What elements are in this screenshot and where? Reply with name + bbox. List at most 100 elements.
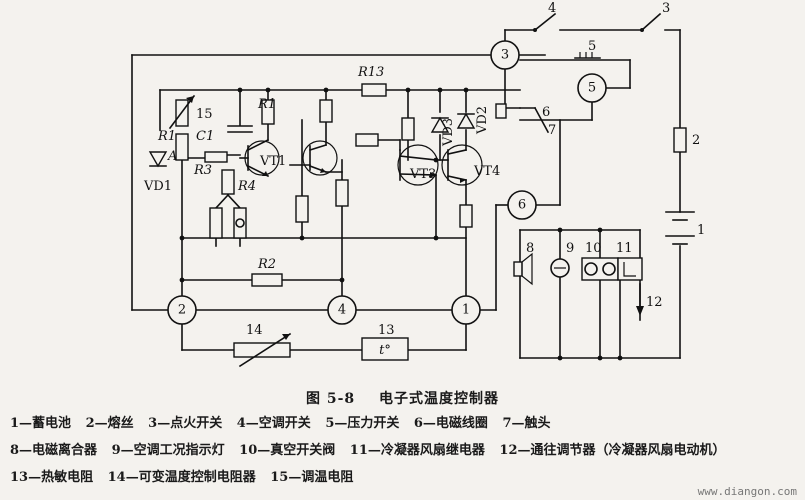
svg-text:3: 3: [662, 1, 670, 16]
component-legend: 1—蓄电池 2—熔丝 3—点火开关 4—空调开关 5—压力开关 6—电磁线圈 7…: [10, 410, 800, 491]
legend-item: 1—蓄电池: [10, 416, 72, 431]
diode-vd2: VD2: [456, 106, 490, 135]
battery-1: 1: [665, 211, 705, 245]
svg-text:6: 6: [542, 105, 550, 120]
transistor-vt3: VT3: [397, 139, 439, 186]
resistor-r1-top: R1: [257, 97, 276, 125]
node-6: 6: [507, 190, 537, 220]
svg-text:12: 12: [646, 295, 663, 310]
vacuum-switch-valve-10: 10: [581, 241, 619, 281]
svg-text:1: 1: [697, 223, 705, 238]
svg-text:1: 1: [462, 303, 470, 318]
node-3: 3: [490, 40, 520, 70]
legend-item: 3—点火开关: [148, 416, 223, 431]
svg-text:R13: R13: [357, 65, 384, 80]
diode-vd3: VD3: [430, 116, 456, 147]
svg-text:t°: t°: [379, 343, 391, 358]
legend-item: 4—空调开关: [236, 416, 311, 431]
output-to-regulator-12: 12: [636, 283, 663, 316]
figure-caption: 图 5-8 电子式温度控制器: [0, 388, 805, 408]
figure-number: 图 5-8: [305, 391, 356, 407]
node-4: 4: [327, 295, 357, 325]
thermistor-bottom: [233, 207, 247, 239]
magnetic-clutch-8: 8: [513, 241, 534, 286]
svg-text:VT4: VT4: [473, 164, 500, 179]
svg-text:14: 14: [246, 323, 263, 338]
svg-text:VD1: VD1: [143, 179, 172, 194]
svg-text:3: 3: [501, 48, 509, 63]
svg-text:2: 2: [692, 133, 700, 148]
resistor-bottom-left: [209, 207, 223, 239]
svg-text:R1: R1: [157, 129, 176, 144]
resistor-vt3-collector: [401, 117, 415, 141]
legend-item: 13—热敏电阻: [10, 470, 94, 485]
resistor-vt4-emitter: [459, 204, 473, 228]
node-5: 5: [577, 73, 607, 103]
air-conditioning-switch-4: 4: [533, 1, 556, 32]
relay-coil-marker: [495, 103, 507, 119]
adjustment-resistor-15: 15: [168, 94, 213, 130]
legend-item: 11—冷凝器风扇继电器: [349, 443, 485, 458]
svg-text:5: 5: [588, 81, 596, 96]
svg-text:VT3: VT3: [409, 167, 436, 182]
svg-text:13: 13: [378, 323, 395, 338]
pressure-switch-contact-5: 5: [574, 39, 601, 59]
legend-item: 5—压力开关: [325, 416, 400, 431]
legend-item: 12—通往调节器（冷凝器风扇电动机）: [499, 443, 726, 458]
node-2: 2: [167, 295, 197, 325]
diode-vd1: VD1 A: [143, 149, 177, 194]
legend-item: 9—空调工况指示灯: [111, 443, 225, 458]
watermark: www.diangon.com: [697, 485, 797, 498]
resistor-r3: R3: [193, 151, 228, 178]
resistor-mid-3: [335, 179, 349, 207]
svg-text:A: A: [167, 149, 177, 164]
node-1: 1: [451, 295, 481, 325]
variable-resistor-14: 14: [233, 323, 292, 368]
legend-item: 10—真空开关阀: [239, 443, 336, 458]
fuse-2: 2: [673, 127, 700, 153]
svg-text:R2: R2: [257, 257, 276, 272]
svg-text:10: 10: [585, 241, 602, 256]
svg-text:R1: R1: [257, 97, 276, 112]
svg-text:2: 2: [178, 303, 186, 318]
svg-text:4: 4: [338, 303, 346, 318]
ignition-switch-3: 3: [640, 1, 670, 32]
svg-text:VT1: VT1: [259, 154, 286, 169]
svg-text:11: 11: [616, 241, 633, 256]
thermistor-13: t° 13: [361, 323, 409, 361]
svg-text:C1: C1: [196, 129, 214, 144]
fan-relay-11: 11: [616, 241, 643, 281]
contact-7: 6 7: [519, 105, 556, 138]
svg-text:9: 9: [566, 241, 574, 256]
resistor-r13: R13: [357, 65, 387, 97]
transistor-vt1: VT1: [239, 138, 286, 178]
legend-item: 8—电磁离合器: [10, 443, 98, 458]
svg-text:R3: R3: [193, 163, 212, 178]
svg-text:VD2: VD2: [475, 106, 490, 135]
legend-item: 14—可变温度控制电阻器: [107, 470, 256, 485]
resistor-vt3-base: [355, 133, 379, 147]
resistor-r4: R4: [221, 169, 256, 195]
svg-text:15: 15: [196, 107, 213, 122]
resistor-r1-left: R1: [157, 129, 189, 161]
wiring: [131, 29, 681, 359]
indicator-lamp-9: 9: [550, 241, 574, 278]
legend-item: 7—触头: [502, 416, 551, 431]
svg-text:R4: R4: [237, 179, 256, 194]
svg-text:8: 8: [526, 241, 534, 256]
transistor-vt2: [302, 140, 343, 176]
resistor-r2: R2: [251, 257, 283, 287]
legend-item: 15—调温电阻: [270, 470, 354, 485]
svg-text:7: 7: [548, 123, 556, 138]
capacitor-c1: C1: [196, 125, 253, 144]
resistor-mid-2: [319, 99, 333, 123]
legend-item: 6—电磁线圈: [413, 416, 488, 431]
junction-dots: [179, 87, 623, 361]
svg-text:5: 5: [588, 39, 596, 54]
figure-title: 电子式温度控制器: [379, 391, 500, 407]
transistor-vt4: VT4: [435, 144, 500, 186]
resistor-mid-1: [295, 195, 309, 223]
svg-text:VD3: VD3: [441, 118, 456, 147]
svg-text:6: 6: [518, 198, 526, 213]
svg-text:4: 4: [548, 1, 556, 16]
